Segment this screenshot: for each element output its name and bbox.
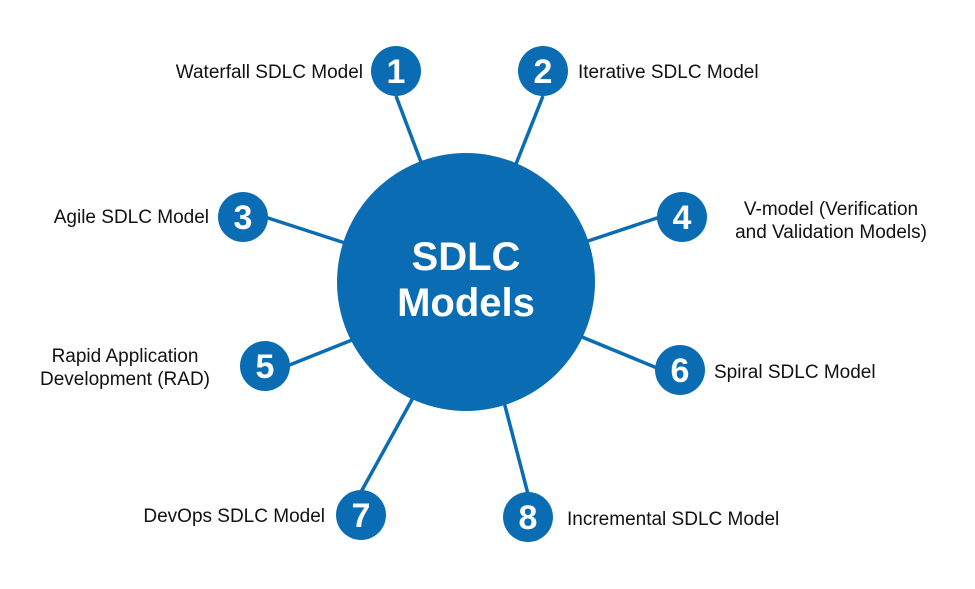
model-number-7: 7 [352,497,371,535]
model-badge-3 [218,192,268,242]
connector-5 [286,338,353,368]
center-circle [337,153,595,411]
model-label-4: V-model (Verification and Validation Mod… [716,198,946,244]
model-label-4-line2: and Validation Models) [735,222,927,243]
model-label-5-line1: Rapid Application [51,346,199,367]
connector-1 [394,95,423,163]
model-label-2: Iterative SDLC Model [578,62,759,83]
model-number-5: 5 [256,348,275,386]
model-number-2: 2 [534,53,553,91]
model-badge-4 [657,192,707,242]
model-badge-6 [655,345,705,395]
model-label-7: DevOps SDLC Model [143,506,325,527]
connector-3 [264,215,346,245]
model-badge-7 [336,490,386,540]
model-label-6: Spiral SDLC Model [714,362,876,383]
connector-6 [581,335,658,370]
connector-7 [359,395,416,493]
model-number-6: 6 [671,352,690,390]
connector-2 [514,95,545,165]
model-badge-8 [503,492,553,542]
model-label-3: Agile SDLC Model [53,207,209,228]
connector-4 [587,215,661,243]
model-badge-5 [240,341,290,391]
model-number-1: 1 [387,53,406,91]
model-number-8: 8 [519,499,538,537]
model-label-1: Waterfall SDLC Model [175,62,363,83]
model-number-3: 3 [234,199,253,237]
model-label-8: Incremental SDLC Model [567,509,780,530]
center-title-line2: Models [397,281,535,325]
model-number-4: 4 [673,199,692,237]
model-badge-1 [371,46,421,96]
model-badge-2 [518,46,568,96]
model-label-5-line2: Development (RAD) [40,369,210,390]
model-label-5: Rapid Application Development (RAD) [20,345,230,391]
model-label-4-line1: V-model (Verification [743,199,919,220]
connectors [264,95,661,495]
connector-8 [502,401,530,495]
center-title-line1: SDLC [412,235,521,279]
